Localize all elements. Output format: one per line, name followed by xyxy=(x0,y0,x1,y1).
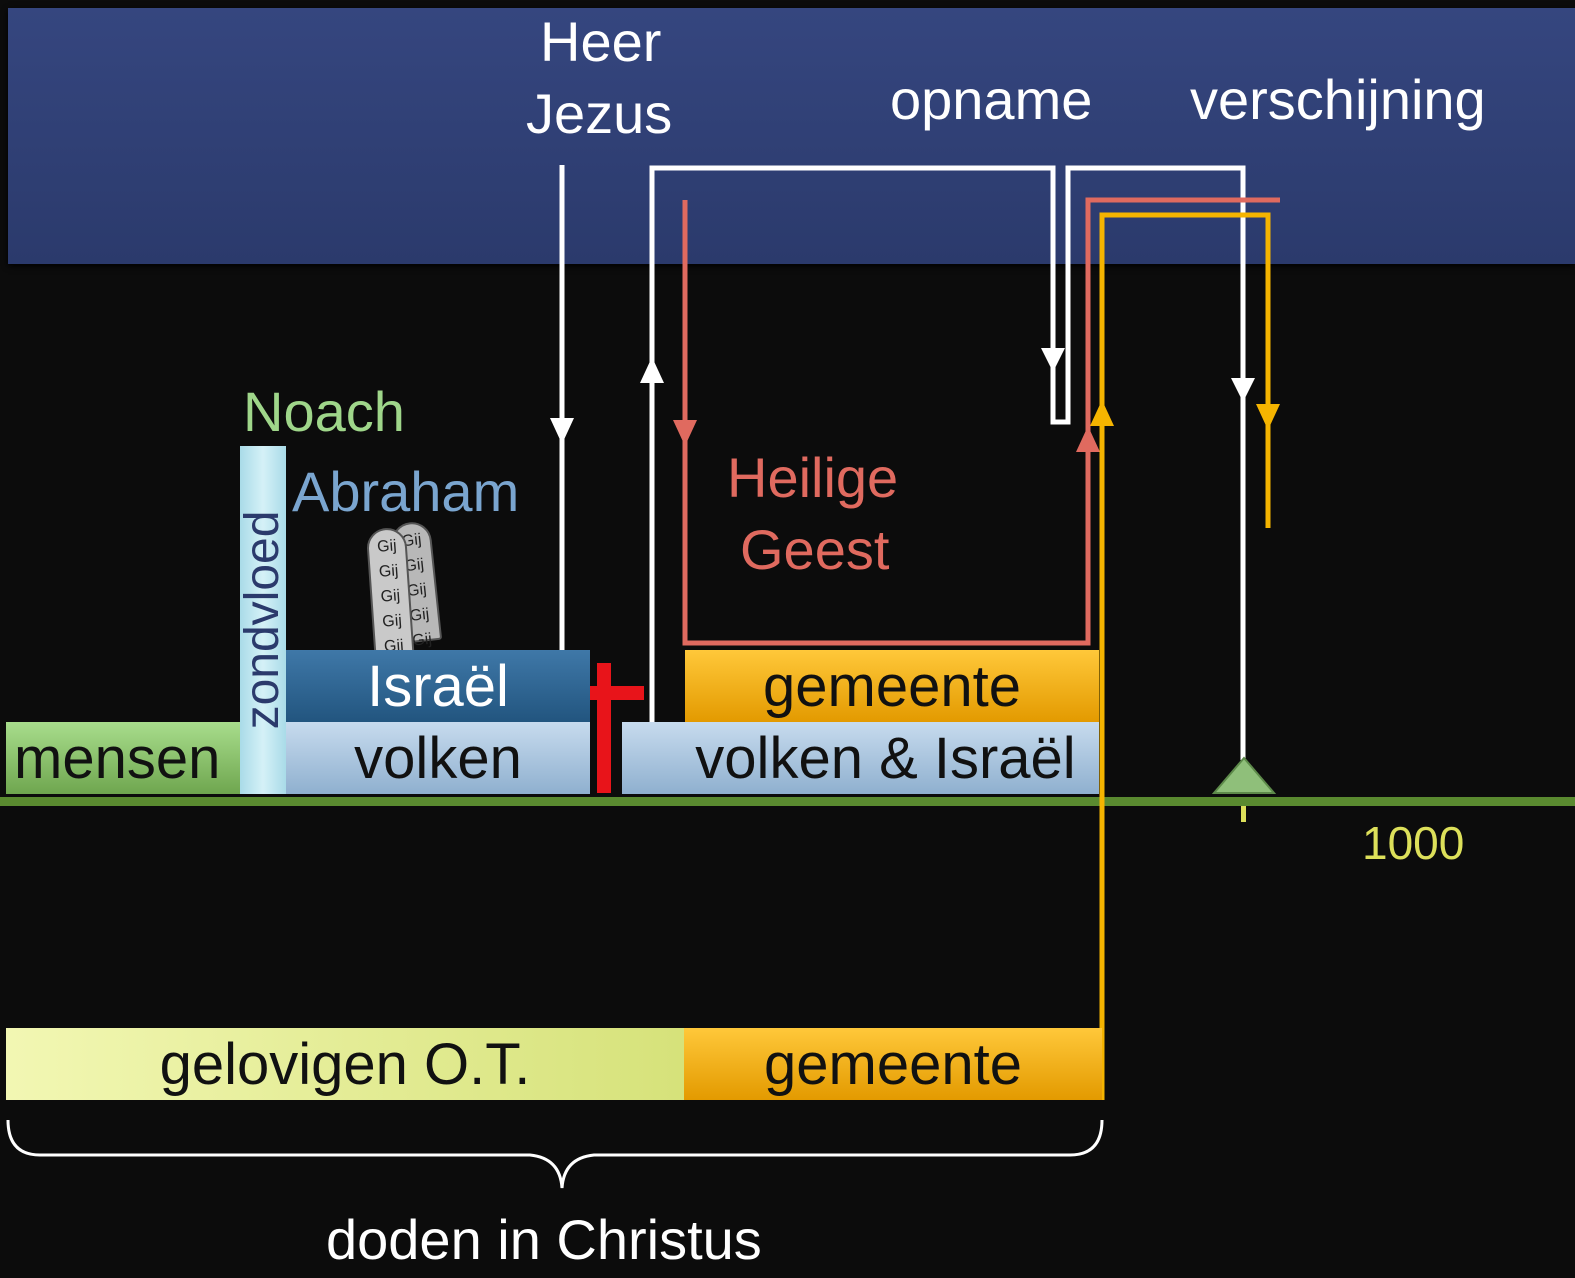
appearing-mount-icon xyxy=(1211,756,1277,794)
nations-bar: volken xyxy=(286,722,590,794)
noah-label: Noach xyxy=(243,380,405,443)
ot-believers-label: gelovigen O.T. xyxy=(159,1031,531,1097)
rapture-label: opname xyxy=(890,68,1093,131)
holy-spirit-line xyxy=(682,197,1280,646)
lord-descent-arrowhead xyxy=(550,418,574,444)
millennium-tick xyxy=(1241,806,1246,822)
law-tablets-icon: Gij Gij Gij Gij Gij Gij Gij Gij Gij Gij xyxy=(365,520,448,656)
mankind-label: mensen xyxy=(14,725,221,791)
flood-column xyxy=(240,446,286,794)
dead-in-christ-label: doden in Christus xyxy=(326,1208,762,1271)
holy-spirit-label-line1: Heilige xyxy=(727,446,899,509)
appearing-label: verschijning xyxy=(1190,68,1486,131)
rapture-descent-arrowhead xyxy=(1041,348,1065,372)
millennium-label: 1000 xyxy=(1362,817,1465,869)
israel-bar: Israël xyxy=(286,650,590,722)
mankind-bar: mensen xyxy=(6,722,240,794)
cross-icon xyxy=(597,663,611,793)
church-descent-arrowhead xyxy=(1256,404,1280,430)
church-top-label: gemeente xyxy=(763,653,1021,719)
church-bar-top: gemeente xyxy=(685,650,1099,722)
spirit-ascent-arrowhead xyxy=(1076,426,1100,452)
nations-label: volken xyxy=(354,725,522,791)
church-resurrection-line xyxy=(1099,212,1271,1100)
spirit-descent-arrowhead xyxy=(673,420,697,446)
church-ascent-arrowhead xyxy=(1090,400,1114,426)
dead-in-christ-brace xyxy=(6,1119,1104,1189)
church-bottom-label: gemeente xyxy=(764,1031,1022,1097)
lord-jesus-label-line2: Jezus xyxy=(526,82,673,145)
nations-and-israel-label: volken & Israël xyxy=(695,725,1076,791)
tablet-text: Gij xyxy=(378,562,399,581)
tablet-text: Gij xyxy=(380,587,401,606)
ot-believers-bar: gelovigen O.T. xyxy=(6,1028,684,1100)
ascension-arrowhead xyxy=(640,357,664,383)
ascension-rapture-line xyxy=(649,165,1246,760)
tablet-text: Gij xyxy=(381,612,403,631)
timeline xyxy=(0,797,1575,806)
lord-jesus-label-line1: Heer xyxy=(540,10,662,73)
nations-and-israel-bar: volken & Israël xyxy=(622,722,1099,794)
church-bar-bottom: gemeente xyxy=(684,1028,1102,1100)
flood-label: zondvloed xyxy=(236,510,289,730)
heaven-band xyxy=(8,8,1575,264)
tablet-text: Gij xyxy=(376,537,398,556)
israel-label: Israël xyxy=(367,653,509,719)
holy-spirit-label-line2: Geest xyxy=(740,518,890,581)
appearing-descent-arrowhead xyxy=(1231,378,1255,402)
abraham-label: Abraham xyxy=(292,460,520,523)
